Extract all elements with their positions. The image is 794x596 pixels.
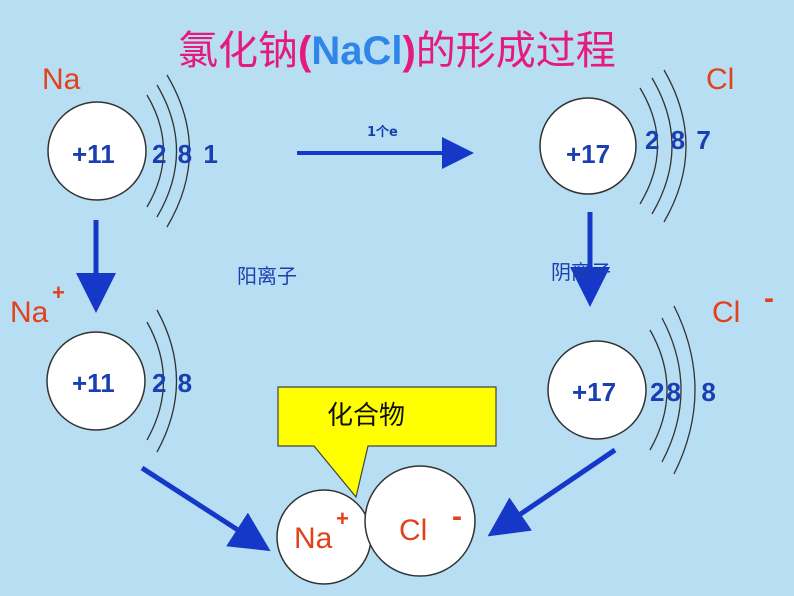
cl-atom <box>539 69 687 223</box>
cl-ion-electron-shells: 28 8 <box>650 377 718 407</box>
na-ion-to-compound-arrow <box>140 465 271 552</box>
cl-ion-symbol: Cl <box>712 296 741 329</box>
cation-label: 阳离子 <box>237 264 297 288</box>
compound-na-symbol: Na <box>294 522 333 555</box>
na-ion-shell-arcs <box>146 309 178 453</box>
page-title: 氯化钠(NaCl)的形成过程 <box>178 31 616 71</box>
na-ion-nucleus-circle <box>46 331 146 431</box>
compound-na-charge: + <box>336 506 349 531</box>
title-prefix: 氯化钠 <box>178 28 298 74</box>
na-ion-nucleus-charge: +11 <box>72 368 115 398</box>
title-suffix: 的形成过程 <box>415 28 616 74</box>
cl-ion-to-compound-arrow <box>487 447 617 537</box>
cl-atom-nucleus-circle <box>539 97 637 195</box>
title-close-paren: ) <box>402 29 416 73</box>
compound-cl-circle <box>364 465 476 577</box>
na-ion <box>46 309 178 453</box>
cl-atom-shell-arcs <box>639 69 687 223</box>
na-atom-shell-arcs <box>146 74 191 228</box>
na-atom-nucleus-circle <box>47 101 147 201</box>
na-atom-nucleus-charge: +11 <box>72 139 115 169</box>
cl-ion <box>547 305 696 475</box>
na-ion-electron-shells: 2 8 <box>152 368 195 398</box>
compound-cl-charge: - <box>452 500 462 533</box>
na-ion-symbol: Na <box>10 296 49 329</box>
cl-ion-nucleus-charge: +17 <box>572 377 617 407</box>
electron-transfer-label: 1个e <box>367 125 398 140</box>
na-ion-charge: + <box>52 280 65 305</box>
title-open-paren: ( <box>298 29 312 73</box>
compound-cl-symbol: Cl <box>399 514 428 547</box>
compound-callout-label: 化合物 <box>327 401 406 431</box>
title-formula: NaCl <box>311 29 403 73</box>
na-atom-symbol: Na <box>42 63 81 96</box>
cl-atom-symbol: Cl <box>706 63 735 96</box>
cl-ion-shell-arcs <box>649 305 696 475</box>
na-atom <box>47 74 191 228</box>
cl-ion-nucleus-circle <box>547 340 647 440</box>
na-atom-electron-shells: 2 8 1 <box>152 139 220 169</box>
cl-atom-nucleus-charge: +17 <box>566 139 611 169</box>
anion-label: 阴离子 <box>551 260 611 284</box>
cl-atom-electron-shells: 2 8 7 <box>645 125 713 155</box>
compound-callout-shape <box>277 386 497 499</box>
cl-ion-charge: - <box>764 282 774 315</box>
